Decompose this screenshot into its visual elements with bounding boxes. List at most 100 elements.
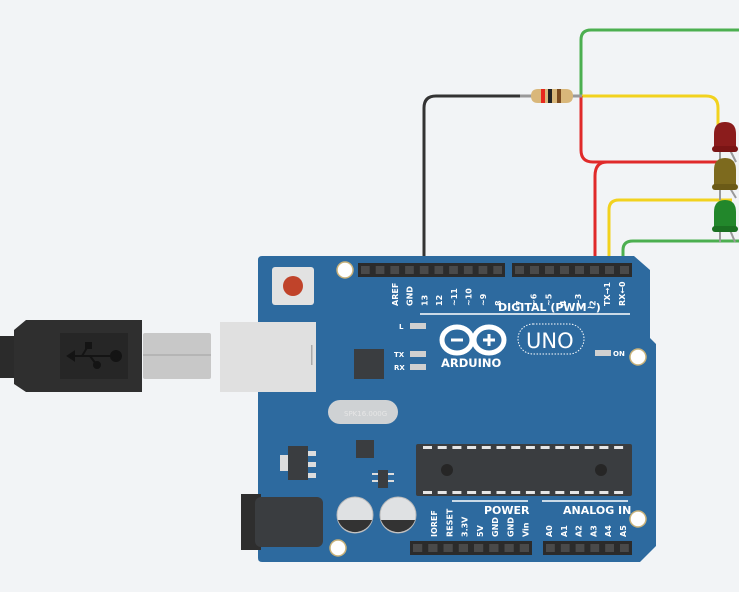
power-header[interactable] xyxy=(410,541,532,555)
header-pin[interactable] xyxy=(434,266,444,274)
pin-label: ~10 xyxy=(465,288,474,306)
header-pin[interactable] xyxy=(605,266,614,274)
pin-label: RX←0 xyxy=(618,281,627,306)
pin-label: A1 xyxy=(560,525,569,537)
wire-pin13-resistor[interactable] xyxy=(422,94,532,268)
pin-label: RESET xyxy=(445,508,454,537)
header-pin[interactable] xyxy=(375,266,385,274)
header-pin[interactable] xyxy=(474,544,484,552)
atmega-chip xyxy=(416,444,632,496)
header-pin[interactable] xyxy=(560,544,570,552)
pin-label: ~9 xyxy=(479,293,488,306)
header-pin[interactable] xyxy=(478,266,488,274)
header-pin[interactable] xyxy=(620,266,629,274)
header-pins xyxy=(361,266,629,552)
pin-label: 7 xyxy=(515,300,524,306)
pin-label: 8 xyxy=(494,300,503,306)
pin-label: A4 xyxy=(604,525,613,537)
header-pin[interactable] xyxy=(405,266,414,274)
power-header-label: POWER xyxy=(484,504,530,517)
svg-text:SPK16.000G: SPK16.000G xyxy=(344,410,387,418)
pin-label: ~5 xyxy=(544,293,553,306)
wire-yellow-top[interactable] xyxy=(581,94,720,126)
usb-cable-wire xyxy=(0,336,14,378)
pin-label: A2 xyxy=(575,525,584,537)
pin-label: ~6 xyxy=(530,293,539,306)
voltage-regulator xyxy=(280,446,316,480)
crystal: SPK16.000G xyxy=(328,400,398,424)
analog-header-label: ANALOG IN xyxy=(563,504,631,517)
yellow-led[interactable] xyxy=(712,158,738,200)
red-led[interactable] xyxy=(712,122,738,163)
header-pin[interactable] xyxy=(605,544,614,552)
resistor[interactable] xyxy=(520,89,582,103)
pin-label: 3.3V xyxy=(461,516,470,537)
header-pin[interactable] xyxy=(489,544,499,552)
small-chip xyxy=(356,440,374,458)
header-pin[interactable] xyxy=(413,544,423,552)
reset-button[interactable] xyxy=(272,267,314,305)
header-pin[interactable] xyxy=(428,544,438,552)
wire-yellow-pin1[interactable] xyxy=(607,198,732,268)
pin-label: A0 xyxy=(545,525,554,537)
header-pin[interactable] xyxy=(575,266,584,274)
resistor-band-1 xyxy=(541,89,545,103)
header-pin[interactable] xyxy=(546,544,555,552)
pin-label: 5V xyxy=(476,524,485,537)
header-pin[interactable] xyxy=(463,266,473,274)
pin-label: GND xyxy=(491,517,500,537)
wire-red-top[interactable] xyxy=(579,96,718,164)
pin-label: ~3 xyxy=(574,294,583,306)
mounting-hole xyxy=(329,539,347,557)
arduino-brand-label: ARDUINO xyxy=(441,356,502,370)
pin-label: 4 xyxy=(559,300,568,306)
analog-header[interactable] xyxy=(543,541,632,555)
led-label-l: L xyxy=(399,323,404,331)
header-pin[interactable] xyxy=(361,266,370,274)
resistor-band-3 xyxy=(557,89,561,103)
led-label-tx: TX xyxy=(394,351,405,359)
capacitor xyxy=(379,496,417,534)
header-pin[interactable] xyxy=(620,544,629,552)
usb-icon xyxy=(66,342,122,369)
header-pin[interactable] xyxy=(590,544,600,552)
led-tx xyxy=(410,351,426,357)
header-pin[interactable] xyxy=(419,266,429,274)
header-pin[interactable] xyxy=(545,266,554,274)
header-pin[interactable] xyxy=(519,544,529,552)
pin-label: 2 xyxy=(589,300,598,306)
header-pin[interactable] xyxy=(590,266,599,274)
green-led[interactable] xyxy=(712,200,738,243)
header-pin[interactable] xyxy=(504,544,514,552)
led-label-rx: RX xyxy=(394,364,405,372)
led-l xyxy=(410,323,426,329)
pin-label: 13 xyxy=(420,295,429,306)
led-rx xyxy=(410,364,426,370)
mounting-hole xyxy=(336,261,354,279)
mounting-hole xyxy=(629,510,647,528)
pin-label: AREF xyxy=(391,283,400,306)
header-pin[interactable] xyxy=(515,266,524,274)
header-pin[interactable] xyxy=(449,266,458,274)
pin-label: GND xyxy=(506,517,515,537)
pin-label: GND xyxy=(406,286,415,306)
header-pin[interactable] xyxy=(530,266,539,274)
header-pin[interactable] xyxy=(575,544,585,552)
pin-label: 12 xyxy=(435,295,444,306)
capacitor xyxy=(336,496,374,534)
wire-green-top[interactable] xyxy=(579,28,739,96)
header-pin[interactable] xyxy=(443,544,453,552)
usb-cable[interactable] xyxy=(0,320,211,392)
usb-chip xyxy=(354,349,384,379)
wire-red-pin2[interactable] xyxy=(593,160,608,268)
wire-green-pin0[interactable] xyxy=(621,239,739,268)
digital-header-right[interactable] xyxy=(512,263,632,277)
header-pin[interactable] xyxy=(458,544,468,552)
header-pin[interactable] xyxy=(390,266,400,274)
header-pin[interactable] xyxy=(560,266,569,274)
led-on xyxy=(595,350,611,356)
uno-model-label: UNO xyxy=(526,329,574,353)
header-pin[interactable] xyxy=(493,266,502,274)
